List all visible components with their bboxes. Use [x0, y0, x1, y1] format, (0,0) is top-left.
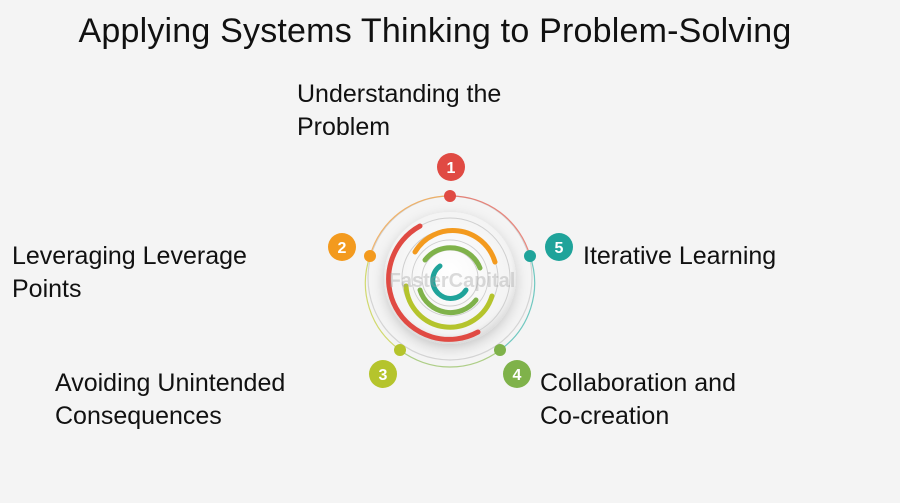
outer-ring-segment: [399, 349, 501, 368]
connector-dot-3: [394, 344, 406, 356]
outer-ring-segment: [449, 195, 531, 257]
arc-green-top: [422, 245, 483, 271]
connector-dot-2: [364, 250, 376, 262]
step-3-label-line1: Avoiding Unintended: [55, 369, 286, 397]
step-1-label: Understanding the Problem: [297, 78, 501, 144]
arc-green-bottom: [417, 287, 479, 316]
arc-red: [386, 223, 481, 342]
step-4-label-line2: Co-creation: [540, 402, 670, 430]
step-5-label-line1: Iterative Learning: [583, 242, 777, 270]
step-2-label-line1: Leveraging Leverage: [12, 242, 247, 270]
step-1-label-line2: Problem: [297, 113, 391, 141]
step-2-label-line2: Points: [12, 275, 82, 303]
connector-dot-4: [494, 344, 506, 356]
step-5-label: Iterative Learning: [583, 240, 776, 273]
step-badge-4-number: 4: [513, 367, 522, 384]
step-badge-1-number: 1: [447, 160, 456, 177]
step-badge-5: 5: [545, 233, 573, 261]
step-4-label-line1: Collaboration and: [540, 369, 736, 397]
arc-yellowgreen: [403, 283, 495, 330]
outer-ring-segment: [364, 255, 401, 351]
step-badge-3-number: 3: [379, 367, 388, 384]
arc-teal: [430, 263, 469, 301]
connector-dot-1: [444, 190, 456, 202]
outer-ring-segment: [369, 195, 451, 257]
step-2-label: Leveraging Leverage Points: [12, 240, 247, 306]
step-badge-4: 4: [503, 360, 531, 388]
page-title: Applying Systems Thinking to Problem-Sol…: [78, 12, 792, 50]
step-badge-1: 1: [437, 153, 465, 181]
step-badge-3: 3: [369, 360, 397, 388]
step-badge-2: 2: [328, 233, 356, 261]
step-3-label-line2: Consequences: [55, 402, 222, 430]
step-badge-2-number: 2: [338, 240, 347, 257]
step-4-label: Collaboration and Co-creation: [540, 367, 736, 433]
step-badge-5-number: 5: [555, 240, 564, 257]
step-1-label-line1: Understanding the: [297, 80, 502, 108]
outer-ring-segment: [499, 255, 536, 351]
arc-orange: [412, 228, 498, 265]
connector-dot-5: [524, 250, 536, 262]
watermark-text: FasterCapital: [389, 270, 516, 292]
step-3-label: Avoiding Unintended Consequences: [55, 367, 285, 433]
